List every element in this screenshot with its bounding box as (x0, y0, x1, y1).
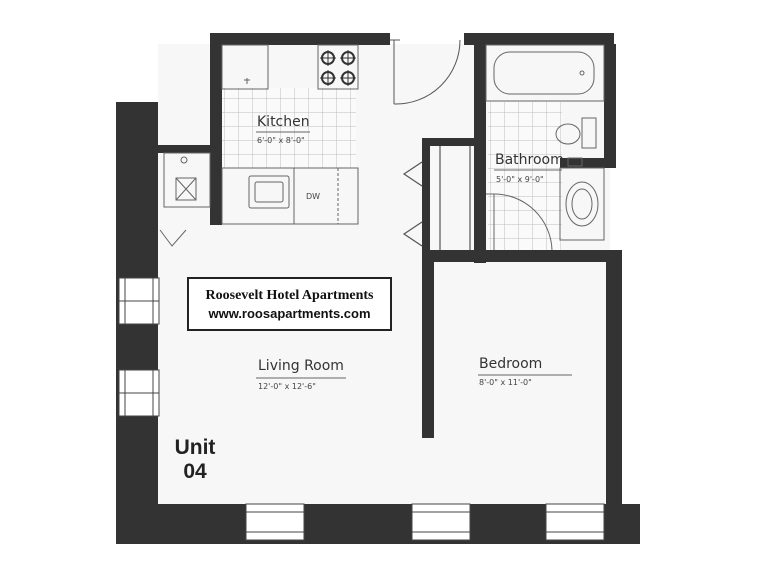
bedroom-label: Bedroom (479, 356, 543, 372)
walls (116, 33, 640, 544)
living-room-label: Living Room (258, 358, 344, 374)
entry-door (390, 39, 461, 105)
bathroom-tile-floor (488, 102, 562, 254)
utility-closet (159, 152, 211, 247)
unit-word: Unit (174, 436, 216, 459)
kitchen-dimensions: 6'-0" x 8'-0" (257, 136, 305, 145)
bathroom-fixtures (485, 44, 605, 251)
living-room-dimensions: 12'-0" x 12'-6" (258, 382, 316, 391)
kitchen-label: Kitchen (257, 114, 310, 130)
left-windows (118, 277, 160, 417)
bathroom-label: Bathroom (495, 152, 564, 168)
bottom-windows (245, 503, 605, 541)
unit-label: Unit 04 (168, 436, 222, 484)
apartment-banner: Roosevelt Hotel Apartments www.roosapart… (187, 277, 392, 331)
bedroom-dimensions: 8'-0" x 11'-0" (479, 378, 532, 387)
stove-icon (320, 50, 356, 86)
kitchen-tile-floor (222, 88, 356, 168)
bathroom-dimensions: 5'-0" x 9'-0" (496, 175, 544, 184)
dishwasher-label: DW (306, 192, 321, 201)
kitchen-fixtures (221, 44, 359, 225)
banner-url[interactable]: www.roosapartments.com (208, 306, 371, 321)
banner-title: Roosevelt Hotel Apartments (205, 288, 374, 303)
unit-number: 04 (183, 460, 207, 483)
label-underlines (256, 131, 572, 379)
closet-doors (402, 146, 471, 250)
